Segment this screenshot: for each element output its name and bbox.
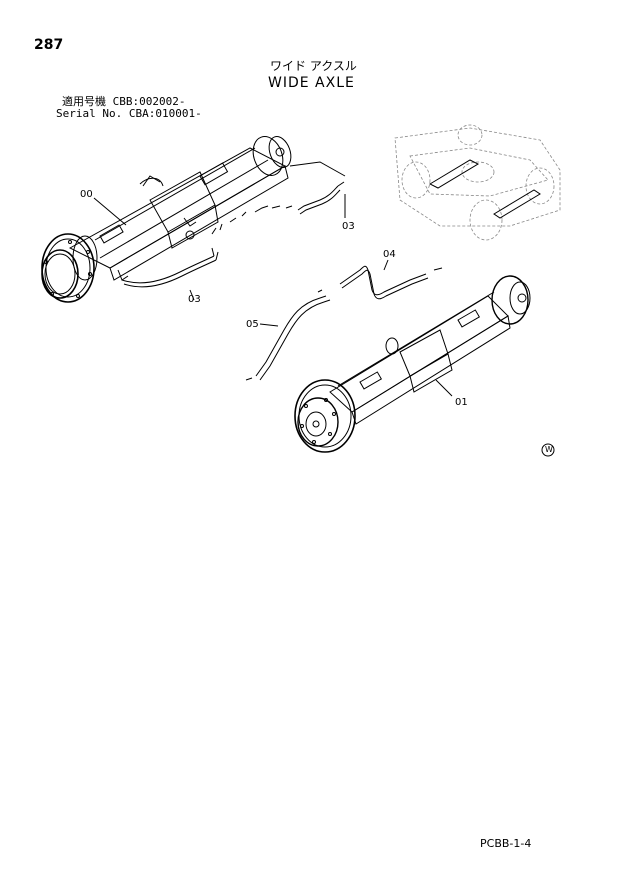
- callout-00: 00: [80, 189, 93, 200]
- leader-01: [435, 379, 453, 397]
- wide-axle-assembly-right: [294, 275, 531, 453]
- leader-line-upper: [289, 161, 346, 177]
- leader-04: [383, 259, 389, 271]
- wide-axle-assembly-left: [41, 136, 292, 303]
- title-english: WIDE AXLE: [268, 75, 355, 91]
- footer-page-code: PCBB-1-4: [480, 837, 532, 850]
- machine-reference-sketch: [394, 124, 561, 241]
- callout-03-lower: 03: [188, 294, 201, 305]
- page-number: 287: [34, 37, 64, 53]
- hose-04: [339, 265, 443, 300]
- leader-00: [93, 197, 127, 226]
- hose-03-upper: [271, 181, 345, 215]
- callout-03-upper: 03: [342, 221, 355, 232]
- hose-03-lower: [121, 205, 269, 288]
- w-mark-icon: [541, 443, 555, 457]
- callout-01: 01: [455, 397, 468, 408]
- applicability-line-1: 適用号機 CBB:002002-: [62, 95, 186, 108]
- leader-03-lower: [189, 289, 195, 301]
- callout-04: 04: [383, 249, 396, 260]
- w-mark-label: W: [545, 445, 553, 454]
- machine-reference-axles: [428, 159, 541, 219]
- applicability-line-2: Serial No. CBA:010001-: [56, 107, 202, 120]
- leader-05: [259, 323, 279, 327]
- title-japanese: ワイド アクスル: [270, 59, 357, 73]
- callout-05: 05: [246, 319, 259, 330]
- hose-05: [245, 289, 331, 381]
